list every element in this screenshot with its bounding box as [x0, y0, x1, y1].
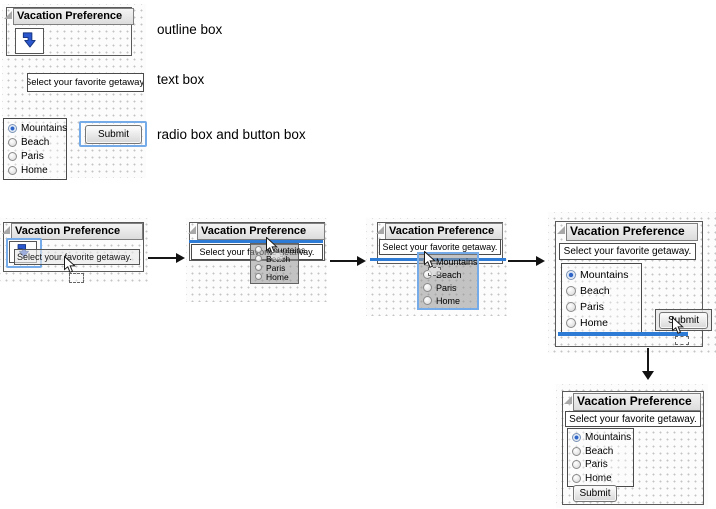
disclosure-triangle-icon[interactable]: [557, 226, 565, 234]
radio-option-row[interactable]: Beach: [4, 135, 66, 149]
parts-palette-canvas: Vacation Preference Select your favorite…: [2, 4, 147, 180]
caption-text-box: text box: [157, 72, 205, 87]
form-outline-box: Vacation Preference Select your favorite…: [562, 391, 704, 505]
disclosure-triangle-icon[interactable]: [188, 226, 196, 234]
radio-icon[interactable]: [572, 473, 581, 483]
form-outline-box: Vacation Preference: [376, 222, 503, 264]
drop-arrow-icon: [21, 30, 38, 53]
radio-icon[interactable]: [566, 270, 576, 280]
dragged-radio-box-ghost: Mountains Beach Paris Home: [250, 243, 305, 284]
drag-cursor-icon: [423, 250, 437, 274]
step-2-canvas: Vacation Preference Select your favorite…: [186, 218, 327, 302]
radio-icon[interactable]: [566, 302, 576, 312]
radio-option-row[interactable]: Mountains: [568, 431, 633, 445]
radio-option-row[interactable]: Mountains: [4, 121, 67, 135]
radio-icon[interactable]: [8, 151, 17, 161]
form-title: Vacation Preference: [197, 223, 325, 240]
drag-cursor-icon: [63, 255, 77, 279]
dragged-radio-box-ghost: Mountains Beach Paris Home: [417, 252, 479, 310]
step-5-canvas: Vacation Preference Select your favorite…: [556, 384, 708, 508]
disclosure-triangle-icon[interactable]: [376, 226, 384, 234]
drop-placeholder-icon: [675, 336, 689, 345]
drop-placeholder-icon: [428, 267, 441, 276]
dragged-submit-ghost: Submit: [655, 309, 712, 331]
radio-box[interactable]: Mountains Beach Paris Home: [567, 428, 634, 487]
outline-box-part[interactable]: Vacation Preference: [4, 7, 134, 56]
submit-selection-box: [79, 121, 147, 147]
submit-button: Submit: [659, 312, 708, 329]
radio-option-row[interactable]: Paris: [4, 149, 66, 163]
form-title: Vacation Preference: [385, 223, 503, 240]
radio-icon: [255, 255, 262, 262]
form-title: Vacation Preference: [573, 393, 701, 411]
insertion-line: [558, 332, 688, 336]
radio-option-row[interactable]: Home: [568, 472, 633, 486]
radio-icon[interactable]: [8, 137, 17, 147]
disclosure-triangle-icon[interactable]: [564, 396, 572, 404]
submit-button[interactable]: Submit: [85, 125, 142, 144]
flow-arrow: [148, 253, 185, 263]
disclosure-triangle-icon[interactable]: [2, 226, 10, 234]
radio-option-row[interactable]: Home: [562, 315, 641, 331]
step-1-canvas: Vacation Preference Select your favorite…: [0, 218, 148, 283]
step-4-canvas: Vacation Preference Select your favorite…: [548, 212, 716, 353]
radio-icon: [423, 296, 432, 305]
radio-box[interactable]: Mountains Beach Paris Home: [561, 263, 642, 334]
radio-icon[interactable]: [8, 165, 17, 175]
form-title: Vacation Preference: [11, 223, 143, 240]
radio-icon[interactable]: [572, 460, 581, 470]
radio-icon: [255, 246, 262, 253]
radio-icon[interactable]: [8, 123, 17, 133]
submit-button[interactable]: Submit: [573, 485, 617, 502]
dragged-text-box-ghost: Select your favorite getaway.: [14, 249, 140, 265]
form-outline-box: Vacation Preference: [2, 222, 144, 272]
caption-radio-button-box: radio box and button box: [157, 127, 306, 142]
radio-option-row[interactable]: Paris: [568, 458, 633, 472]
form-title: Vacation Preference: [566, 223, 698, 241]
insertion-line: [189, 240, 323, 243]
drop-placeholder-icon: [271, 252, 284, 261]
radio-icon: [255, 264, 262, 271]
radio-option-row[interactable]: Home: [4, 163, 66, 177]
text-box-part[interactable]: Select your favorite getaway.: [27, 73, 144, 92]
radio-box-part[interactable]: Mountains Beach Paris Home: [3, 118, 67, 180]
radio-option-row[interactable]: Beach: [568, 445, 633, 459]
drop-arrow-box[interactable]: [15, 28, 44, 54]
caption-outline-box: outline box: [157, 22, 223, 37]
disclosure-triangle-icon[interactable]: [4, 11, 12, 19]
radio-icon[interactable]: [572, 446, 581, 456]
drag-cursor-icon: [671, 316, 685, 340]
form-outline-box: Vacation Preference Select your favorite…: [555, 221, 703, 347]
radio-option-row[interactable]: Mountains: [562, 267, 641, 283]
radio-icon: [423, 283, 432, 292]
radio-option-row[interactable]: Beach: [562, 283, 641, 299]
step-3-canvas: Vacation Preference Select your favorite…: [366, 218, 507, 316]
flow-arrow: [508, 256, 545, 266]
radio-icon[interactable]: [566, 318, 576, 328]
drop-placeholder-icon: [69, 273, 84, 283]
radio-icon: [255, 273, 262, 280]
radio-icon[interactable]: [566, 286, 576, 296]
prompt-text-box[interactable]: Select your favorite getaway.: [565, 411, 701, 427]
radio-option-row[interactable]: Paris: [562, 299, 641, 315]
prompt-text-box[interactable]: Select your favorite getaway.: [559, 243, 696, 260]
flow-arrow: [330, 256, 366, 266]
outline-title: Vacation Preference: [13, 8, 134, 25]
radio-icon[interactable]: [572, 433, 581, 443]
